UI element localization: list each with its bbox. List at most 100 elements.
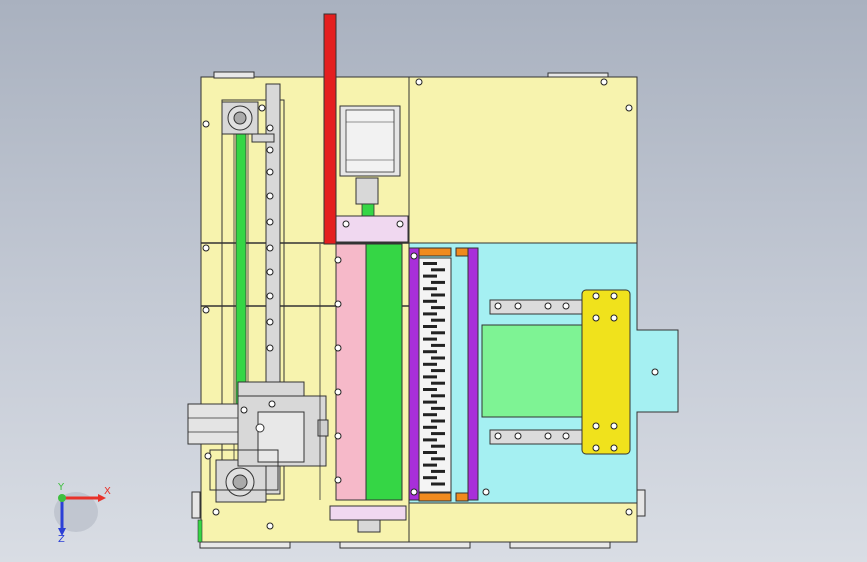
comb-tooth	[423, 400, 437, 404]
screw-hole-icon	[592, 422, 600, 430]
screw-hole-icon	[334, 388, 342, 396]
comb-tooth	[423, 362, 437, 366]
screw-hole-icon	[592, 292, 600, 300]
comb-tooth	[431, 318, 445, 322]
comb-tooth	[423, 388, 437, 391]
comb-tooth	[431, 369, 445, 373]
orange-tab-bottom-right	[455, 492, 469, 502]
screw-hole-icon	[266, 168, 274, 176]
screw-hole-icon	[334, 432, 342, 440]
comb-tooth	[431, 419, 445, 423]
screw-hole-icon	[266, 146, 274, 154]
comb-tooth	[431, 406, 445, 410]
screw-hole-icon	[266, 268, 274, 276]
pulley-icon	[215, 459, 267, 503]
comb-tooth	[423, 262, 437, 265]
side-clip-left	[191, 491, 201, 519]
screw-hole-icon	[415, 78, 423, 86]
screw-hole-icon	[600, 78, 608, 86]
purple-rail-right	[467, 247, 479, 501]
comb-tooth	[431, 280, 445, 284]
comb-tooth	[431, 343, 445, 347]
comb-tooth	[431, 457, 445, 461]
screw-hole-icon	[266, 124, 274, 132]
screw-hole-icon	[410, 252, 418, 260]
axis-triad-icon	[54, 492, 106, 536]
comb-tooth	[431, 293, 445, 297]
coupling-block	[335, 215, 409, 243]
green-indicator	[197, 519, 203, 543]
screw-holes	[202, 78, 659, 530]
screw-hole-icon	[410, 488, 418, 496]
screw-hole-icon	[610, 292, 618, 300]
comb-tooth	[423, 413, 437, 417]
screw-hole-icon	[212, 508, 220, 516]
comb-tooth	[423, 299, 437, 303]
screw-hole-icon	[266, 344, 274, 352]
comb-tooth	[431, 482, 445, 486]
screw-hole-icon	[266, 522, 274, 530]
green-screw-strip	[365, 243, 403, 501]
screw-hole-icon	[334, 256, 342, 264]
axis-y-label: Y	[58, 482, 65, 493]
screw-hole-icon	[592, 314, 600, 322]
screw-hole-icon	[544, 432, 552, 440]
screw-hole-icon	[202, 120, 210, 128]
comb-tooth	[431, 331, 445, 335]
comb-tooth	[423, 375, 437, 379]
comb-tooth	[423, 337, 437, 341]
pink-block	[335, 243, 367, 501]
pulley-icon	[221, 101, 259, 135]
screw-hole-icon	[610, 422, 618, 430]
idler-block	[251, 133, 275, 143]
screw-hole-icon	[266, 318, 274, 326]
comb-tooth	[423, 438, 437, 442]
screw-hole-icon	[266, 192, 274, 200]
screw-hole-icon	[562, 302, 570, 310]
orange-tab-top-left	[418, 247, 452, 257]
bottom-bearing	[329, 505, 407, 521]
purple-rail-left	[408, 247, 420, 501]
comb-tooth	[423, 350, 437, 354]
screw-hole-icon	[266, 292, 274, 300]
screw-hole-icon	[334, 300, 342, 308]
comb-tooth	[423, 274, 437, 278]
comb-tooth	[423, 287, 437, 291]
screw-hole-icon	[268, 400, 276, 408]
comb-tooth	[431, 268, 445, 272]
comb-column	[418, 257, 452, 493]
screw-hole-icon	[258, 104, 266, 112]
stepper-motor-icon	[339, 105, 401, 219]
comb-tooth	[431, 394, 445, 398]
green-window	[481, 324, 583, 418]
screw-hole-icon	[494, 432, 502, 440]
screw-hole-icon	[342, 220, 350, 228]
comb-tooth	[423, 425, 437, 429]
comb-tooth	[431, 381, 445, 385]
comb-tooth	[423, 476, 437, 480]
screw-hole-icon	[494, 302, 502, 310]
comb-tooth	[431, 469, 445, 473]
screw-hole-icon	[202, 244, 210, 252]
bottom-shaft	[357, 519, 381, 533]
screw-hole-icon	[651, 368, 659, 376]
screw-hole-icon	[204, 452, 212, 460]
orange-tab-bottom-left	[418, 492, 452, 502]
red-actuator-bar	[323, 13, 337, 245]
screw-hole-icon	[396, 220, 404, 228]
screw-hole-icon	[482, 488, 490, 496]
orange-tab-top-right	[455, 247, 469, 257]
comb-tooth	[431, 444, 445, 448]
comb-tooth	[431, 432, 445, 436]
screw-hole-icon	[202, 306, 210, 314]
screw-hole-icon	[610, 444, 618, 452]
axis-z-label: Z	[58, 534, 65, 545]
screw-hole-icon	[610, 314, 618, 322]
screw-hole-icon	[625, 104, 633, 112]
top-tab-left	[213, 71, 255, 79]
comb-tooth	[423, 312, 437, 316]
yellow-bracket	[581, 289, 631, 455]
clamp-icon	[187, 381, 329, 491]
comb-tooth	[423, 463, 437, 467]
